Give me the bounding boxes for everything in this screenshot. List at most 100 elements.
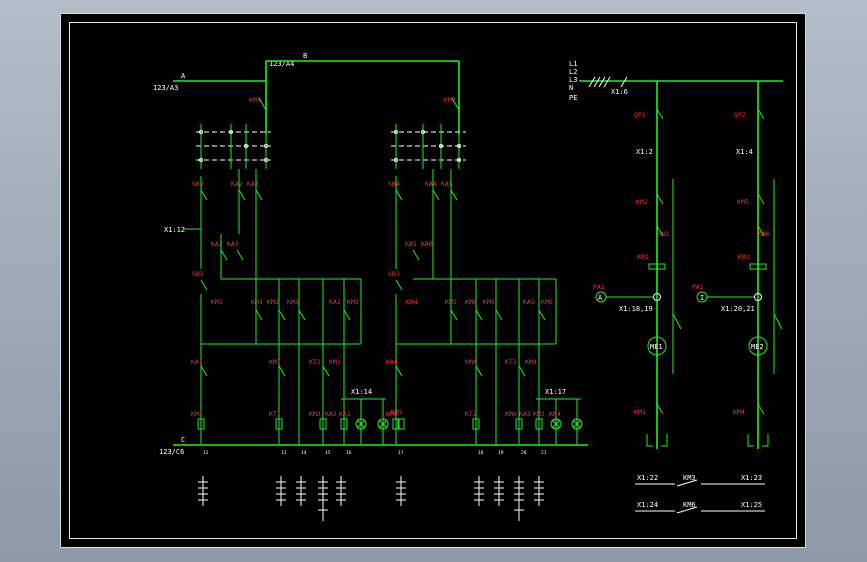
line-n: N <box>569 84 573 92</box>
right-row-2: KM5 <box>445 298 457 306</box>
left-sb2: SB2 <box>192 180 204 188</box>
power-terminal: X1:6 <box>611 88 628 96</box>
left-control-circuit: KM1 SB2 KA2 KA3 X1:12 KA2 <box>164 96 405 444</box>
left-row-4: KM3 <box>287 298 299 306</box>
right-lamp-terminal: X1:17 <box>545 388 566 396</box>
drawing-frame: 123/A3 A 123/A4 B KM1 SB2 KA2 KA3 <box>60 13 806 548</box>
line-l1: L1 <box>569 60 577 68</box>
branch2-meter-terminal: X1:20,21 <box>721 305 755 313</box>
branch2-meter-symbol: I <box>700 294 704 302</box>
right-row-1: KM4 <box>406 298 418 306</box>
right-ka-mid-2: KA6 <box>421 240 433 248</box>
right-row-6: KM6 <box>541 298 553 306</box>
ref-13: 13 <box>281 450 287 456</box>
ref-16: 16 <box>346 450 352 456</box>
left-mid-3: KM1 <box>329 358 341 366</box>
branch1-bottom: KM1 <box>634 408 646 416</box>
branch2-meter: PA2 <box>692 283 704 291</box>
power-circuit: L1 L2 L3 N PE X1:6 QF1 X1:2 KM2 KM3 KM1 … <box>569 60 783 449</box>
left-row-2: KM3 <box>251 298 263 306</box>
bus-letter-c: C <box>181 436 185 444</box>
left-ka-mid-2: KA3 <box>227 240 239 248</box>
branch2-contactor1: KM5 <box>737 198 749 206</box>
branch1-motor: ME1 <box>650 343 663 351</box>
branch1-contactor1: KM2 <box>636 198 648 206</box>
left-sb1: SB1 <box>192 270 204 278</box>
left-main-contactor: KM1 <box>249 96 261 104</box>
left-ka-pair-1: KA2 <box>231 180 243 188</box>
table-row2-right: X1:25 <box>741 501 762 509</box>
table-row1-right: X1:23 <box>741 474 762 482</box>
left-mid-2: KT1 <box>309 358 321 366</box>
ref-14: 14 <box>301 450 307 456</box>
right-row-5: KA5 <box>523 298 535 306</box>
left-mid-1: KM1 <box>269 358 281 366</box>
branch2-terminal: X1:4 <box>736 148 753 156</box>
line-l2: L2 <box>569 68 577 76</box>
bus-label-a4: 123/A4 <box>269 60 294 68</box>
branch2-motor: ME2 <box>751 343 764 351</box>
branch2-contactor2: KM6 <box>758 230 770 238</box>
right-ka-mid-1: KA5 <box>405 240 417 248</box>
contact-table: X1:22 KM3 X1:23 X1:24 KM6 X1:25 <box>635 474 765 514</box>
ref-20: 20 <box>521 450 527 456</box>
right-row-3: KM6 <box>465 298 477 306</box>
right-row-4: KM5 <box>483 298 495 306</box>
ref-12: 12 <box>203 450 209 456</box>
left-lamp-terminal: X1:14 <box>351 388 372 396</box>
table-row1-mid: KM3 <box>683 474 696 482</box>
right-mid-3: KM4 <box>525 358 537 366</box>
right-coil-5: KM3 <box>533 410 545 418</box>
left-ka-low: KA1 <box>191 358 203 366</box>
left-coil-1: KM1 <box>191 410 203 418</box>
left-ka-pair-2: KA3 <box>247 180 259 188</box>
left-row-6: KM3 <box>347 298 359 306</box>
right-coil-6: KM4 <box>549 410 561 418</box>
right-control-circuit: KM2 SB4 KA4 KA5 KA5 KA6 SB3 <box>386 96 583 444</box>
left-row-5: KA2 <box>329 298 341 306</box>
right-mid-2: KT2 <box>505 358 517 366</box>
table-row2-mid: KM6 <box>683 501 696 509</box>
right-ka-pair-2: KA5 <box>441 180 453 188</box>
ref-17: 17 <box>398 450 404 456</box>
branch1-breaker: QF1 <box>634 111 646 119</box>
ref-19: 19 <box>498 450 504 456</box>
line-pe: PE <box>569 94 577 102</box>
left-coil-2: KT1 <box>269 410 281 418</box>
branch2-bottom: KM4 <box>733 408 745 416</box>
right-coil-4: KA5 <box>519 410 531 418</box>
branch1-thermal: KM1 <box>637 253 649 261</box>
right-ka-pair-1: KA4 <box>425 180 437 188</box>
left-row-1: KM1 <box>211 298 223 306</box>
right-ka-low: KA4 <box>386 358 398 366</box>
table-row2-left: X1:24 <box>637 501 658 509</box>
left-coil-6: KM1 <box>391 408 403 416</box>
ref-18: 18 <box>478 450 484 456</box>
drawing-border <box>69 22 797 539</box>
right-coil-1: KM4 <box>386 410 398 418</box>
cross-reference-stacks <box>198 476 544 521</box>
left-row-3: KM2 <box>267 298 279 306</box>
table-row1-left: X1:22 <box>637 474 658 482</box>
right-main-contactor: KM2 <box>444 96 456 104</box>
bus-label-c6: 123/C6 <box>159 448 184 456</box>
bus-label-a3: 123/A3 <box>153 84 178 92</box>
branch1-contactor2: KM3 <box>657 230 669 238</box>
left-coil-5: KA1 <box>339 410 351 418</box>
right-mid-1: KM4 <box>465 358 477 366</box>
branch1-meter-symbol: A <box>598 294 603 302</box>
bus-letter-a: A <box>181 72 186 80</box>
branch2-breaker: QF2 <box>734 111 746 119</box>
schematic-canvas: 123/A3 A 123/A4 B KM1 SB2 KA2 KA3 <box>153 52 783 521</box>
ref-21: 21 <box>541 450 547 456</box>
line-l3: L3 <box>569 76 577 84</box>
right-sb3: SB3 <box>388 270 400 278</box>
ref-15: 15 <box>325 450 331 456</box>
right-coil-3: KM6 <box>505 410 517 418</box>
branch1-terminal: X1:2 <box>636 148 653 156</box>
bus-letter-b: B <box>303 52 307 60</box>
left-terminal-x112: X1:12 <box>164 226 185 234</box>
left-coil-3: KM3 <box>309 410 321 418</box>
right-sb4: SB4 <box>388 180 400 188</box>
branch1-meter: PA1 <box>593 283 605 291</box>
